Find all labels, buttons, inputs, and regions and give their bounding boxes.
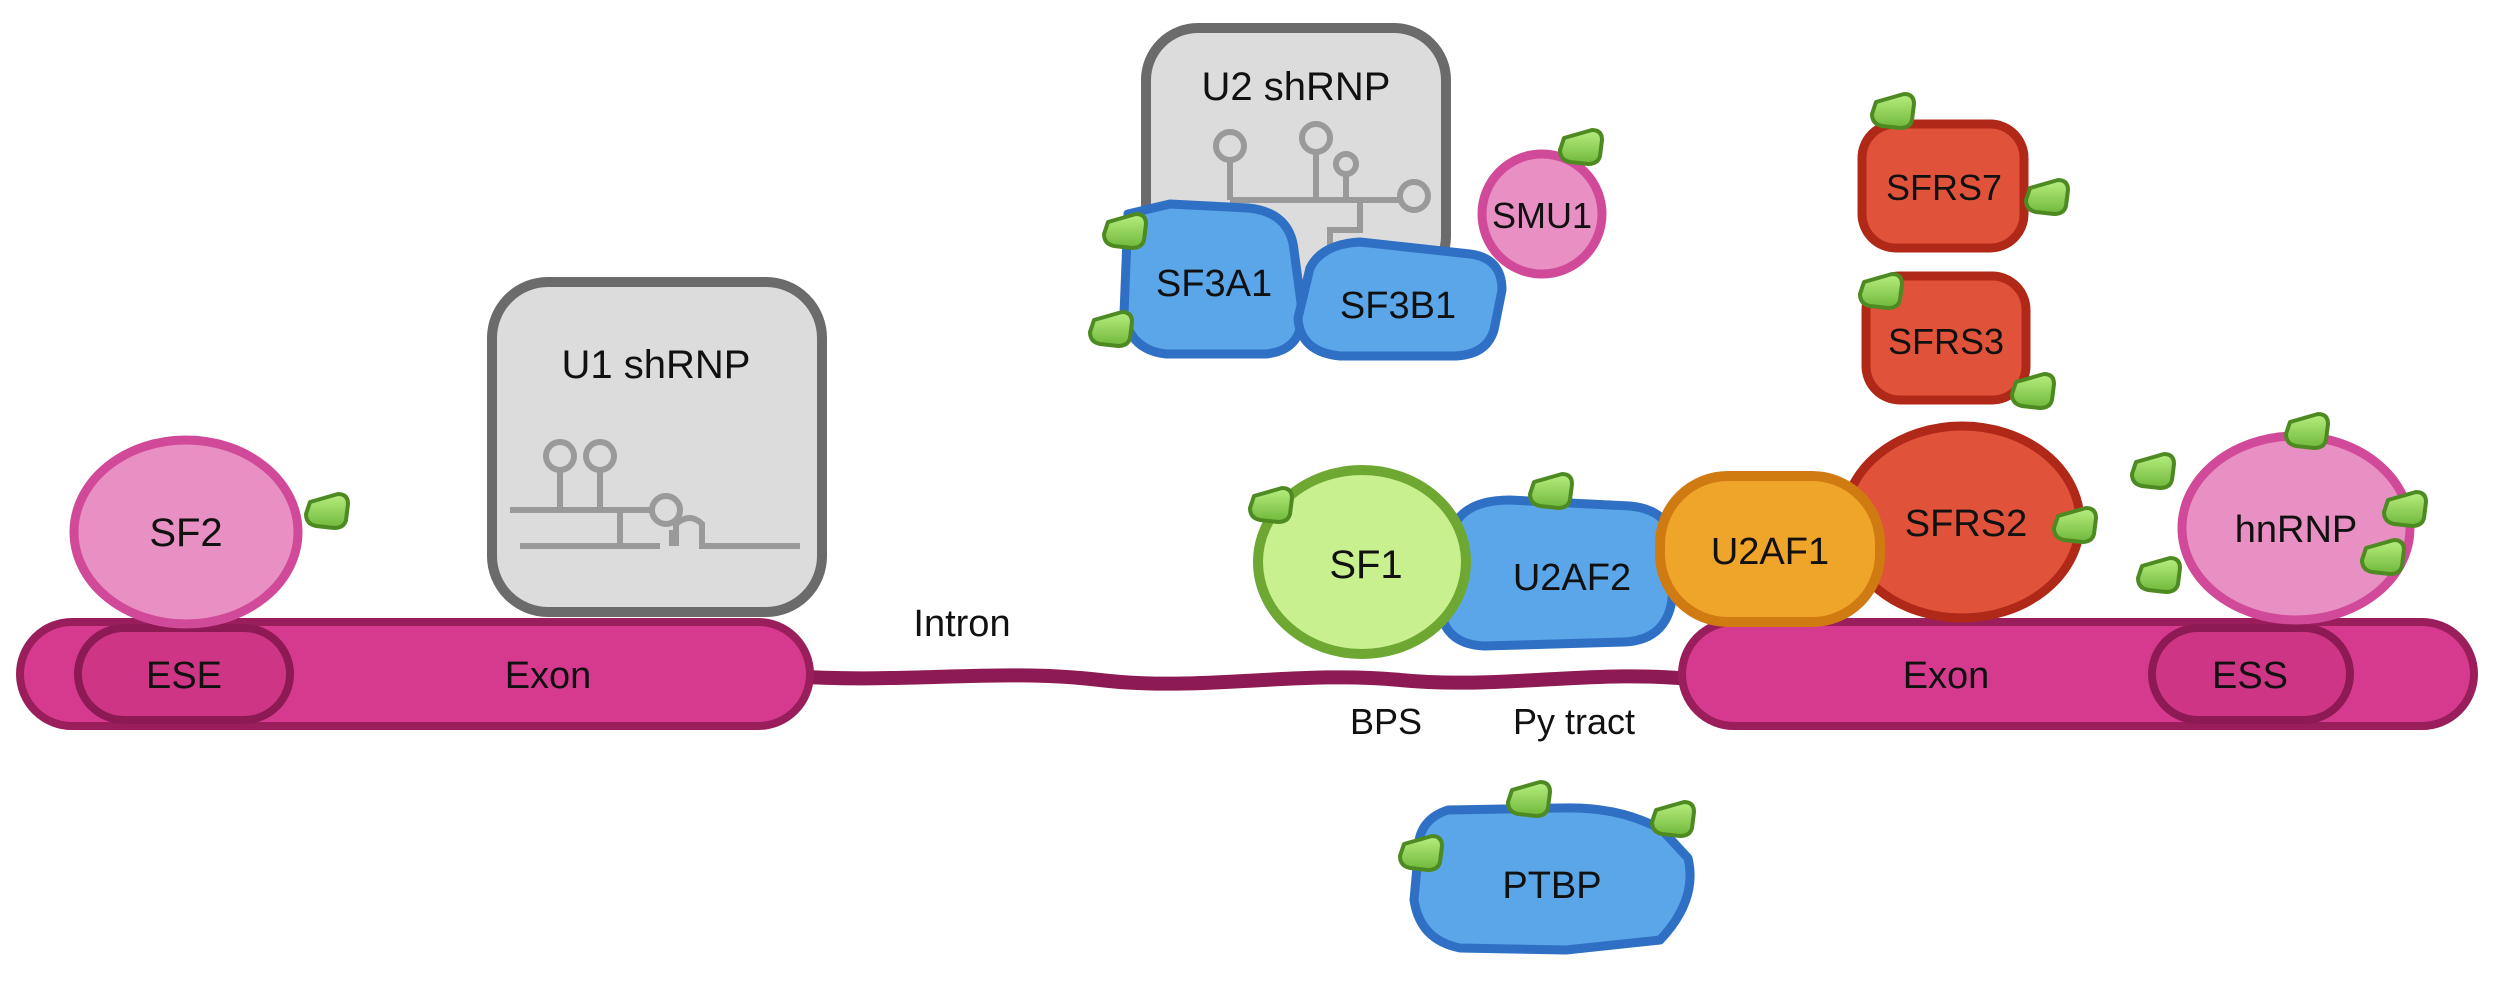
sfrs3-label: SFRS3 [1888, 321, 2004, 362]
sfrs7-protein: SFRS7 [1857, 92, 2070, 253]
sf2-tag-icon [304, 492, 350, 530]
sfrs7-tag-icon [1870, 92, 1916, 130]
sf1-label: SF1 [1329, 543, 1402, 587]
hnrnp-tag-icon [2284, 412, 2330, 450]
intron-label: Intron [913, 603, 1010, 645]
py-tract-label: Py tract [1513, 701, 1635, 742]
u2af2-label: U2AF2 [1513, 557, 1631, 599]
hnrnp-tag-icon [2136, 556, 2182, 594]
ptbp-tag-icon [1506, 780, 1552, 818]
ess-label: ESS [2212, 655, 2288, 697]
exon-right: Exon ESS [1678, 618, 2478, 730]
u2af1-protein: U2AF1 [1655, 471, 1885, 627]
sf3b1-protein: SF3B1 [1293, 237, 1507, 361]
bps-label: BPS [1350, 701, 1422, 742]
sfrs7-tag-icon [2024, 178, 2070, 216]
sf3a1-tag-icon [1088, 310, 1134, 348]
smu1-protein: SMU1 [1477, 128, 1607, 279]
sfrs7-label: SFRS7 [1886, 167, 2002, 208]
u2af2-protein: U2AF2 [1435, 472, 1679, 651]
ptbp-protein: PTBP [1398, 780, 1696, 955]
u1-rna-icon [510, 439, 800, 549]
sf3b1-label: SF3B1 [1340, 285, 1456, 327]
ese-label: ESE [146, 655, 222, 697]
sfrs2-protein: SFRS2 [1839, 421, 2098, 623]
sf1-tag-icon [1248, 486, 1294, 524]
ptbp-label: PTBP [1502, 865, 1601, 907]
sf2-label: SF2 [149, 511, 222, 555]
smu1-tag-icon [1558, 128, 1604, 166]
hnrnp-label: hnRNP [2235, 509, 2358, 551]
u1-label: U1 shRNP [562, 343, 751, 387]
sf3a1-tag-icon [1102, 212, 1148, 250]
hnrnp-tag-icon [2130, 452, 2176, 490]
smu1-label: SMU1 [1492, 195, 1592, 236]
u1-shrnp: U1 shRNP [487, 277, 827, 617]
exon-left-label: Exon [505, 655, 592, 697]
sfrs3-tag-icon [1858, 272, 1904, 310]
sf3a1-label: SF3A1 [1156, 263, 1272, 305]
exon-left: ESE Exon [16, 618, 814, 730]
sf3a1-protein: SF3A1 [1088, 199, 1307, 359]
u2-label: U2 shRNP [1202, 65, 1391, 109]
hnrnp-protein: hnRNP [2130, 412, 2428, 625]
exon-right-label: Exon [1903, 655, 1990, 697]
ptbp-tag-icon [1398, 834, 1444, 872]
sfrs3-protein: SFRS3 [1858, 271, 2056, 410]
sf1-protein: SF1 [1248, 465, 1471, 659]
ptbp-tag-icon [1650, 800, 1696, 838]
u2af1-label: U2AF1 [1711, 531, 1829, 573]
sf2-protein: SF2 [69, 435, 350, 629]
u2af2-tag-icon [1528, 472, 1574, 510]
u2-rna-icon [1213, 121, 1431, 260]
intron-strand [783, 668, 1707, 691]
sfrs2-label: SFRS2 [1905, 503, 2027, 545]
